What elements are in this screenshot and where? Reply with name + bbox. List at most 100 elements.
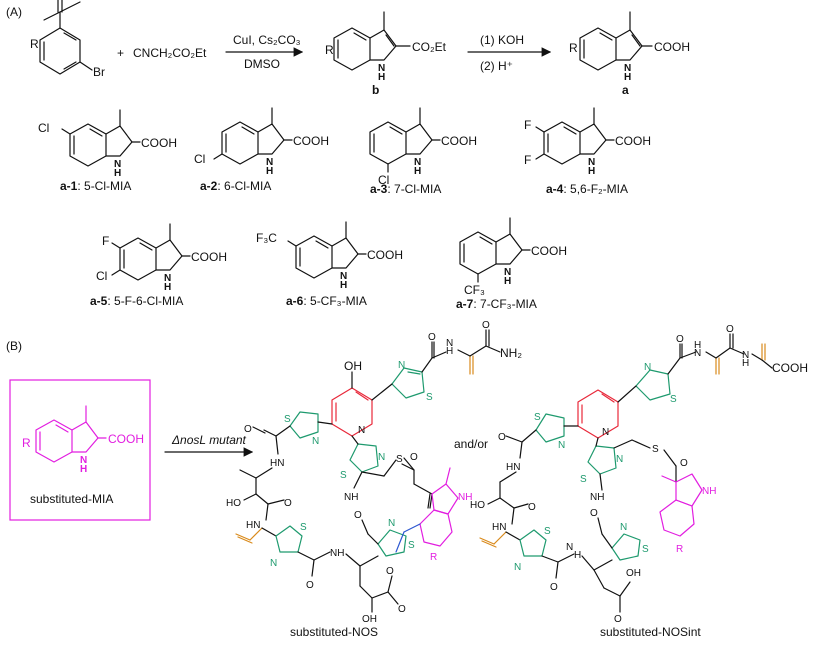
svg-text:H: H [624,72,631,83]
svg-text:O: O [680,458,688,469]
svg-text:OH: OH [626,568,641,579]
svg-text:H: H [446,346,453,357]
intermediate-b-structure: R CO₂Et N H b [325,11,447,97]
svg-text:N: N [616,454,623,465]
svg-text:H: H [574,550,581,561]
svg-text:O: O [386,566,394,577]
svg-text:N: N [742,350,749,361]
svg-text:COOH: COOH [293,134,329,148]
svg-text:N: N [270,558,277,569]
svg-text:N: N [388,518,395,529]
svg-text:COOH: COOH [108,432,144,446]
svg-text:N: N [514,562,521,573]
svg-text:COOH: COOH [441,134,477,148]
svg-text:COOH: COOH [367,248,403,262]
boxed-mia-structure: R COOH N H [22,405,144,475]
analog-a-4: F F COOH N H [524,107,651,177]
panel-b-label: (B) [6,339,22,353]
svg-text:R: R [22,436,31,450]
svg-text:N: N [378,63,385,74]
svg-text:NH: NH [330,548,344,559]
svg-text:N: N [114,159,121,170]
analog-a-3-label: a-3: 7-Cl-MIA [370,182,441,196]
svg-text:Cl: Cl [38,121,49,135]
analog-a-1-label: a-1: 5-Cl-MIA [60,179,131,193]
svg-text:N: N [602,427,609,438]
plus-sign: + [117,46,124,60]
reactant-r: R [30,37,39,51]
analog-a-7-label: a-7: 7-CF₃-MIA [456,297,537,311]
svg-text:S: S [396,454,403,465]
analog-a-2-label: a-2: 6-Cl-MIA [200,179,271,193]
svg-text:R: R [676,544,683,555]
svg-text:N: N [164,273,171,284]
svg-text:HN: HN [492,522,506,533]
svg-text:HN: HN [270,458,284,469]
svg-text:COOH: COOH [531,244,567,258]
analog-a-6: F₃C COOH N H [256,221,403,291]
svg-text:S: S [652,444,659,455]
svg-text:O: O [398,604,406,615]
svg-text:OH: OH [344,359,362,373]
step-1: (1) KOH [480,33,524,47]
svg-text:F₃C: F₃C [256,231,277,245]
svg-text:HN: HN [246,520,260,531]
svg-text:R: R [569,41,578,55]
analog-a-3: Cl COOH N H [369,107,477,187]
svg-text:H: H [504,276,511,287]
svg-text:S: S [408,540,415,551]
svg-text:N: N [558,440,565,451]
svg-text:COOH: COOH [141,136,177,150]
nos-structure: N OH N S O H N O NH₂ S N O HN [226,320,522,625]
svg-text:OH: OH [362,614,377,625]
reactant-br: Br [93,65,105,79]
svg-text:Cl: Cl [194,152,205,166]
svg-text:HO: HO [226,498,241,509]
analog-a-2: Cl COOH N H [194,107,329,177]
substituted-mia-box [9,379,151,521]
svg-text:HN: HN [506,462,520,473]
svg-text:S: S [534,412,541,423]
reagent-isocyanide: CNCH₂CO₂Et [133,46,207,60]
svg-text:N: N [644,362,651,373]
svg-text:F: F [102,234,109,248]
svg-text:N: N [80,455,87,466]
svg-text:N: N [504,267,511,278]
svg-text:R: R [325,43,334,57]
and-or: and/or [454,437,488,451]
analog-a-1: Cl COOH N H [38,109,177,179]
svg-text:S: S [300,522,307,533]
svg-text:NH: NH [590,492,604,503]
svg-text:H: H [114,168,121,179]
svg-text:NH: NH [702,486,716,497]
svg-text:N: N [398,360,405,371]
svg-text:R: R [430,552,437,563]
svg-text:N: N [378,452,385,463]
svg-text:S: S [642,544,649,555]
svg-text:O: O [590,508,598,519]
svg-text:O: O [410,452,418,463]
reactant-structure: R Br [30,0,105,79]
svg-text:N: N [266,157,273,168]
left-caption: substituted-NOS [290,625,378,639]
svg-text:COOH: COOH [772,361,808,375]
svg-text:CO₂Et: CO₂Et [412,40,447,54]
svg-text:O: O [498,432,506,443]
svg-text:O: O [550,582,558,593]
intermediate-label: b [372,83,379,97]
svg-text:S: S [284,414,291,425]
right-caption: substituted-NOSint [600,625,701,639]
product-a-structure: R COOH N H a [569,11,690,97]
svg-text:H: H [694,340,701,351]
svg-text:S: S [340,470,347,481]
svg-text:Cl: Cl [378,173,389,187]
panel-a-label: (A) [6,5,22,19]
nosint-structure: N N S O H N O H N COOH S N HN [470,324,808,625]
svg-text:F: F [524,153,531,167]
svg-text:NH₂: NH₂ [500,346,522,360]
svg-text:N: N [340,271,347,282]
svg-text:S: S [580,474,587,485]
svg-text:O: O [614,614,622,625]
svg-text:O: O [726,324,734,335]
